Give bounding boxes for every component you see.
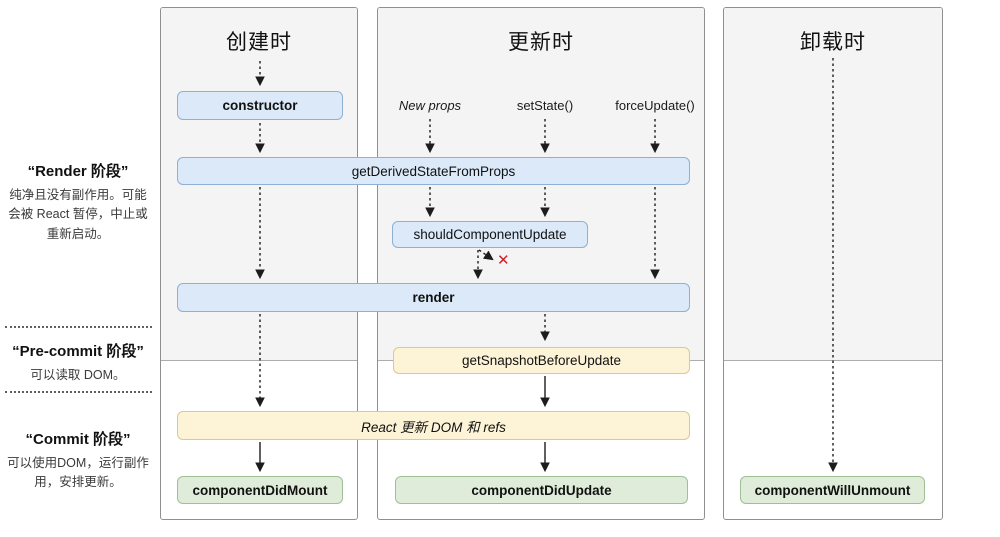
method-constructor[interactable]: constructor [177,91,343,120]
phase-separator [5,391,152,393]
phase-label-commit: “Commit 阶段” 可以使用DOM，运行副作用，安排更新。 [4,428,152,493]
trigger-set-state: setState() [516,98,574,113]
phase-commit-title: “Commit 阶段” [25,431,131,448]
method-should-component-update[interactable]: shouldComponentUpdate [392,221,588,248]
trigger-new-props: New props [398,98,462,113]
panel-updating: 更新时 [377,7,705,520]
cancel-icon: ✕ [497,252,510,269]
phase-commit-desc: 可以使用DOM，运行副作用，安排更新。 [7,456,149,490]
phase-pre-commit-desc: 可以读取 DOM。 [30,368,126,382]
method-render[interactable]: render [177,283,690,312]
phase-label-render: “Render 阶段” 纯净且没有副作用。可能会被 React 暂停，中止或重新… [4,160,152,244]
phase-label-pre-commit: “Pre-commit 阶段” 可以读取 DOM。 [4,340,152,385]
method-get-derived-state-from-props[interactable]: getDerivedStateFromProps [177,157,690,185]
method-component-did-update[interactable]: componentDidUpdate [395,476,688,504]
phase-pre-commit-title: “Pre-commit 阶段” [12,343,144,360]
trigger-force-update: forceUpdate() [615,98,695,113]
phase-render-title: “Render 阶段” [27,163,129,180]
react-updates-dom-and-refs: React 更新 DOM 和 refs [177,411,690,440]
method-get-snapshot-before-update[interactable]: getSnapshotBeforeUpdate [393,347,690,374]
panel-unmounting: 卸载时 [723,7,943,520]
render-phase-region [724,8,942,361]
phase-render-desc: 纯净且没有副作用。可能会被 React 暂停，中止或重新启动。 [8,188,148,241]
panel-mounting-title: 创建时 [226,31,292,54]
panel-mounting: 创建时 [160,7,358,520]
method-component-will-unmount[interactable]: componentWillUnmount [740,476,925,504]
panel-updating-title: 更新时 [508,31,574,54]
method-component-did-mount[interactable]: componentDidMount [177,476,343,504]
phase-separator [5,326,152,328]
panel-unmounting-title: 卸载时 [800,31,866,54]
